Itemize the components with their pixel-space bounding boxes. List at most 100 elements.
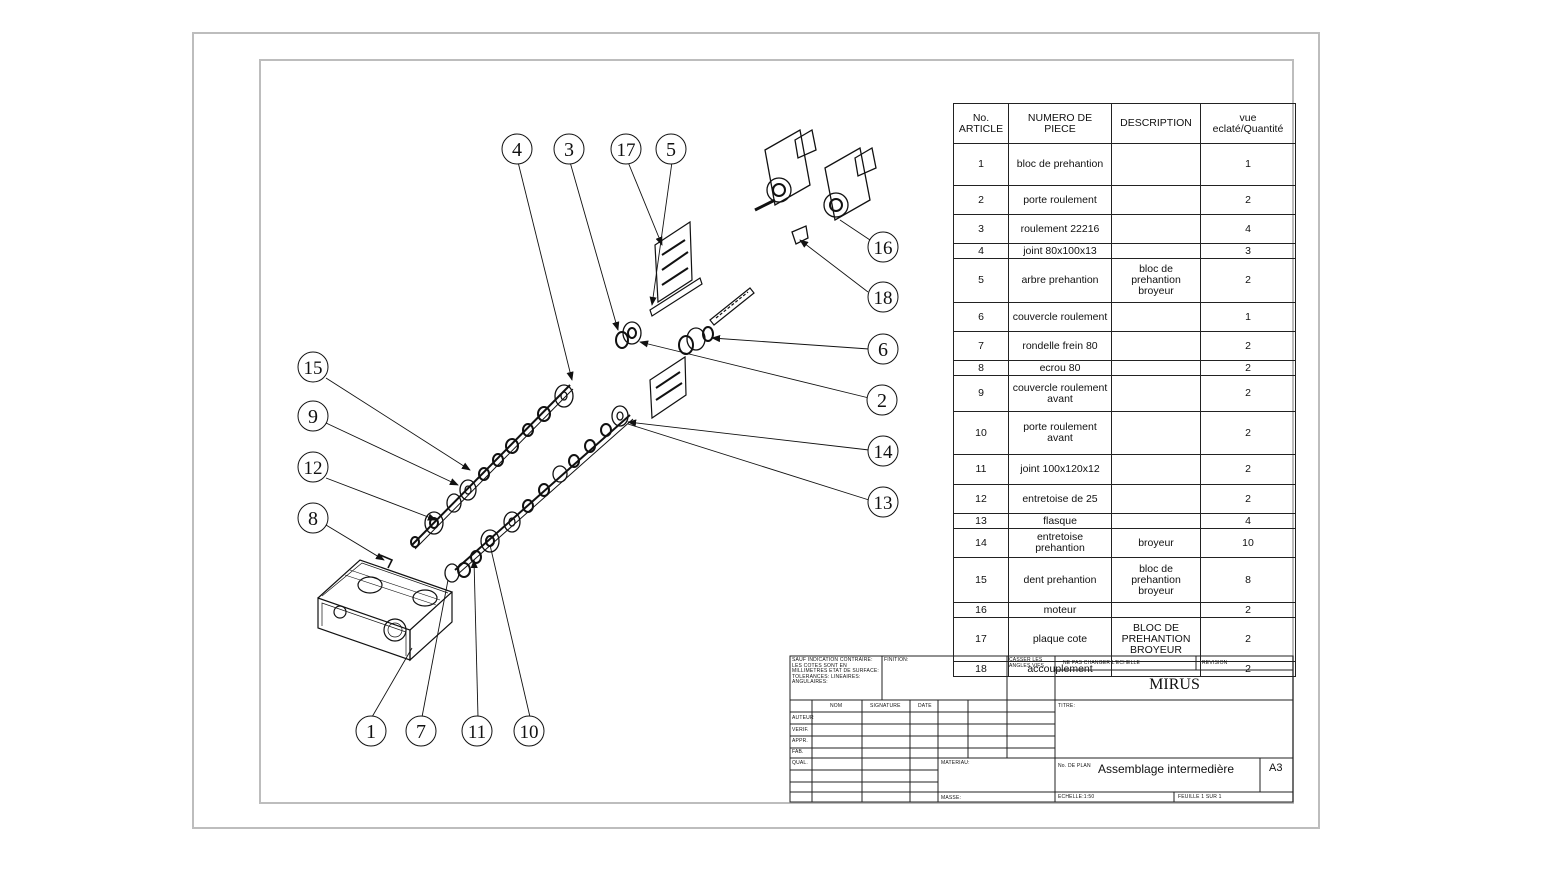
outer-border (192, 32, 1320, 829)
side-plate-part (649, 220, 703, 420)
balloon-label: 6 (878, 339, 888, 361)
no-scale-label: NE PAS CHANGER L'ECHELLE (1063, 660, 1141, 666)
bom-cell-no: 15 (953, 557, 1009, 603)
motor-part (754, 128, 877, 245)
balloon-label: 4 (512, 139, 522, 161)
balloon-circle (867, 231, 899, 263)
bom-cell-piece: porte roulement (1008, 185, 1112, 215)
col-name: NOM (830, 703, 843, 709)
mass-label: MASSE: (941, 795, 962, 801)
sheet-label: FEUILLE 1 SUR 1 (1178, 794, 1222, 800)
drawing-title: Assemblage intermedière (1098, 762, 1235, 776)
bom-cell-piece: bloc de prehantion (1008, 143, 1112, 186)
scale-label: ECHELLE:1:50 (1058, 794, 1095, 800)
bom-cell-desc: bloc de prehantion broyeur (1111, 258, 1201, 303)
balloon-label: 2 (877, 390, 887, 412)
balloon-label: 9 (308, 406, 318, 428)
leader-lines (325, 161, 871, 718)
balloon-circle (867, 333, 899, 365)
row-fab: FAB. (792, 749, 804, 755)
balloon-label: 7 (416, 721, 426, 743)
row-qual: QUAL. (792, 760, 809, 766)
title-label: TITRE: (1058, 703, 1076, 709)
balloon-label: 8 (308, 508, 318, 530)
bom-cell-piece: dent prehantion (1008, 557, 1112, 603)
bom-cell-no: 9 (953, 375, 1009, 412)
bom-cell-desc (1111, 143, 1201, 186)
bom-cell-qty: 2 (1200, 661, 1296, 677)
material-label: MATERIAU: (941, 760, 970, 766)
bom-cell-desc: bloc de prehantion broyeur (1111, 557, 1201, 603)
bom-cell-piece: entretoise prehantion (1008, 528, 1112, 558)
balloon-label: 14 (874, 442, 894, 463)
bom-cell-piece: rondelle frein 80 (1008, 331, 1112, 361)
tolerance-note: SAUF INDICATION CONTRAIRE: LES COTES SON… (792, 657, 880, 685)
balloon-circle (297, 502, 329, 534)
bom-cell-qty: 2 (1200, 454, 1296, 485)
bom-header-description: DESCRIPTION (1111, 103, 1201, 144)
balloon-circle (867, 435, 899, 467)
bom-header-no: No. ARTICLE (953, 103, 1009, 144)
sheet-format: A3 (1269, 762, 1283, 774)
balloon-label: 10 (520, 722, 539, 743)
revision-label: REVISION (1202, 660, 1228, 666)
base-block-part (317, 554, 454, 662)
balloon-circle (355, 715, 387, 747)
balloon-label: 18 (874, 288, 893, 309)
bill-of-materials-table: No. ARTICLE NUMERO DE PIECE DESCRIPTION … (953, 103, 1296, 677)
balloon-circle (867, 486, 899, 518)
bom-cell-piece: roulement 22216 (1008, 214, 1112, 244)
bom-cell-desc (1111, 411, 1201, 455)
bom-cell-piece: plaque cote (1008, 617, 1112, 662)
balloon-circle (501, 133, 533, 165)
bom-cell-no: 18 (953, 661, 1009, 677)
row-author: AUTEUR (792, 715, 814, 721)
bom-cell-no: 10 (953, 411, 1009, 455)
bom-cell-qty: 1 (1200, 143, 1296, 186)
bom-cell-qty: 1 (1200, 302, 1296, 332)
bom-cell-no: 2 (953, 185, 1009, 215)
bom-cell-piece: joint 100x120x12 (1008, 454, 1112, 485)
drawing-no-label: No. DE PLAN (1058, 763, 1091, 769)
balloon-label: 12 (304, 458, 323, 479)
bearing-parts (615, 321, 714, 355)
bom-header-piece: NUMERO DE PIECE (1008, 103, 1112, 144)
bom-cell-piece: couvercle roulement avant (1008, 375, 1112, 412)
bom-cell-qty: 4 (1200, 214, 1296, 244)
bom-cell-no: 14 (953, 528, 1009, 558)
balloon-circle (866, 384, 898, 416)
balloon-label: 16 (874, 238, 893, 259)
balloon-label: 1 (366, 721, 376, 743)
balloon-circle (513, 715, 545, 747)
bom-cell-no: 17 (953, 617, 1009, 662)
balloon-label: 5 (666, 139, 676, 161)
bom-cell-qty: 2 (1200, 331, 1296, 361)
balloon-circle (297, 400, 329, 432)
company-name: MIRUS (1149, 676, 1200, 693)
bom-cell-no: 3 (953, 214, 1009, 244)
balloon-circle (553, 133, 585, 165)
lower-shaft-assembly (444, 405, 634, 583)
balloon-circle (461, 715, 493, 747)
bom-cell-no: 5 (953, 258, 1009, 303)
col-signature: SIGNATURE (870, 703, 901, 709)
col-date: DATE (918, 703, 932, 709)
balloon-circle (297, 351, 329, 383)
balloon-circle (655, 133, 687, 165)
bom-header-quantity: vue eclaté/Quantité (1200, 103, 1296, 144)
balloon-label: 11 (468, 722, 486, 743)
bom-cell-qty: 10 (1200, 528, 1296, 558)
balloon-circle (867, 281, 899, 313)
bom-cell-piece: arbre prehantion (1008, 258, 1112, 303)
